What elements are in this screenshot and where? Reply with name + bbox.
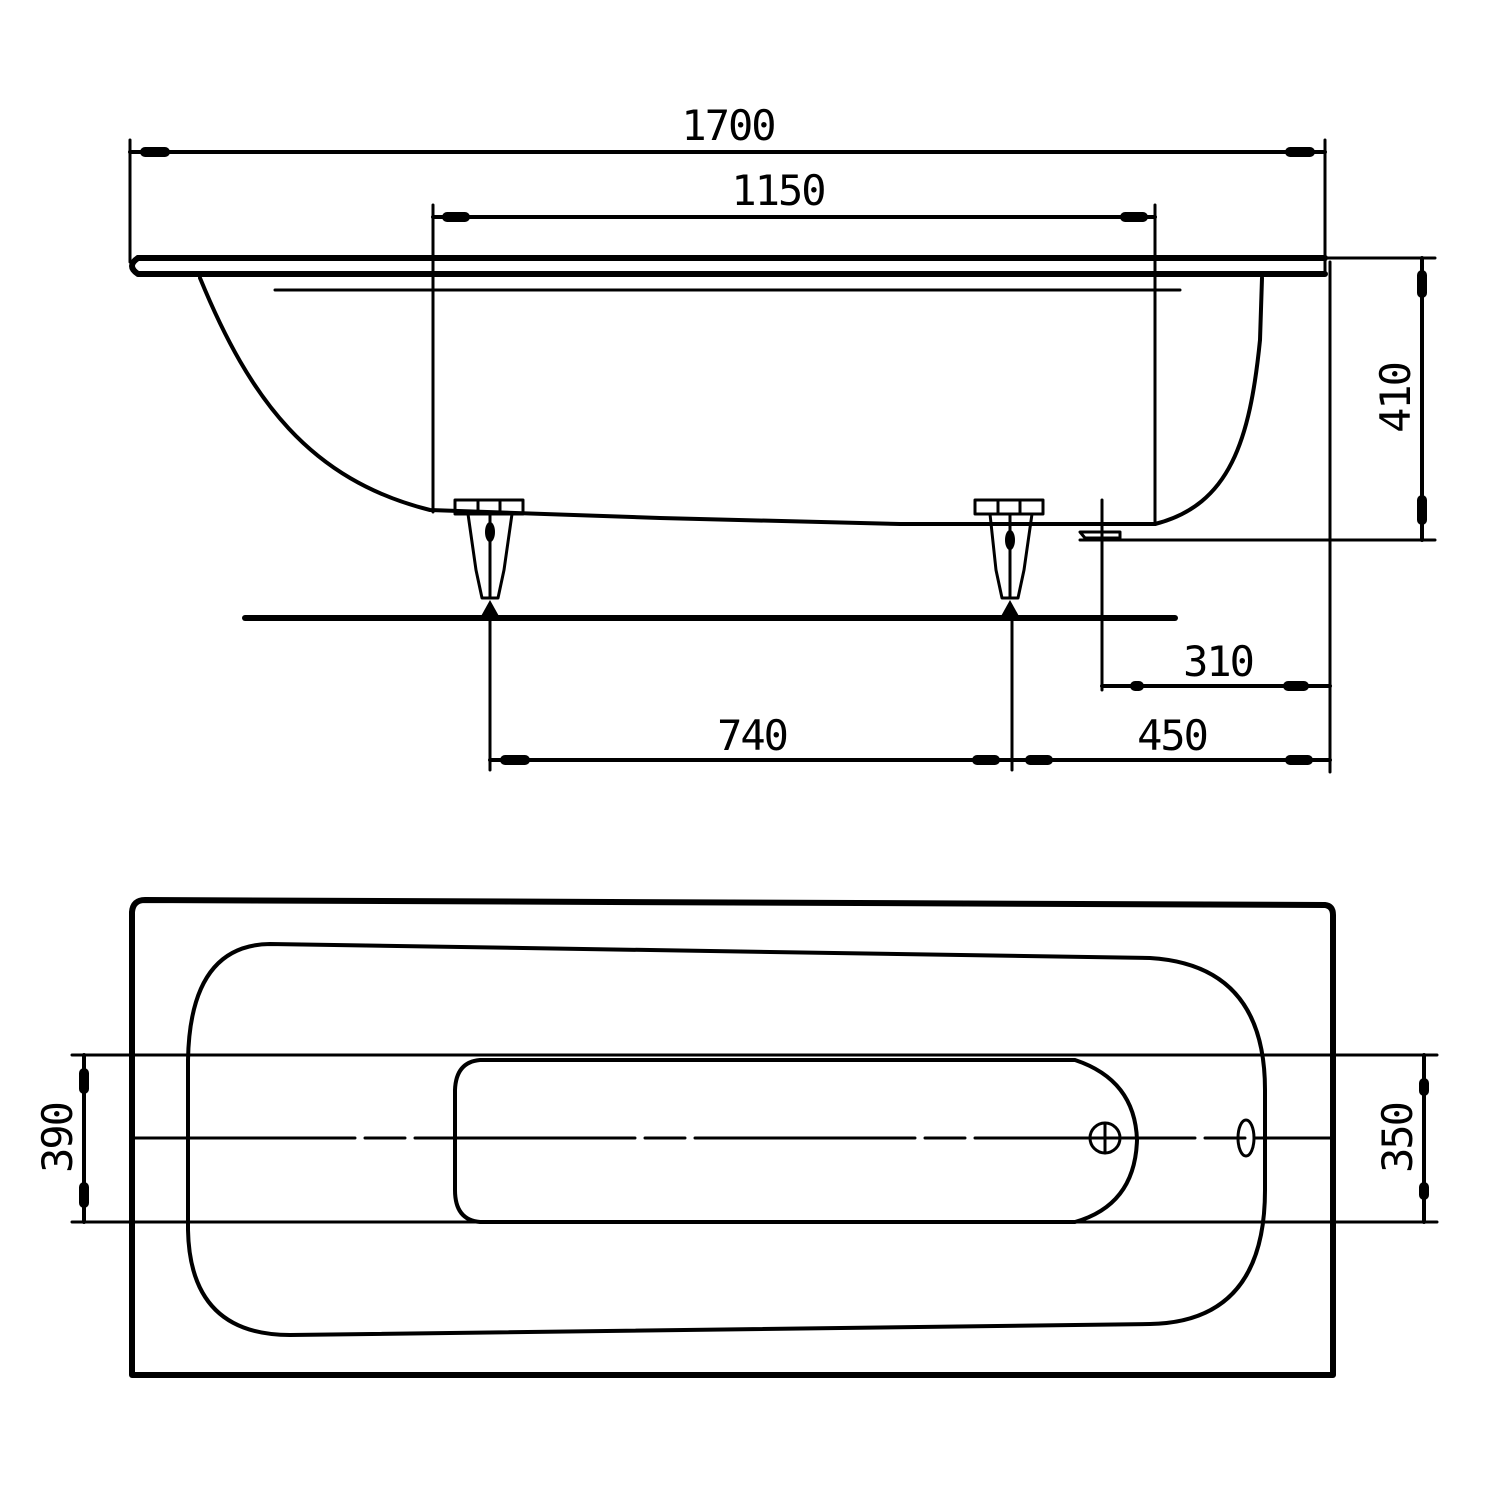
top-inner-basin <box>186 942 1267 1337</box>
tub-foot-right <box>973 498 1045 618</box>
top-floor-pan <box>453 1058 1139 1224</box>
top-outer-rim <box>129 897 1336 1378</box>
dimension-label-foot-spacing: 740 <box>717 711 787 760</box>
top-view: 390 350 <box>33 897 1439 1378</box>
dimension-label-height: 410 <box>1371 363 1420 433</box>
dimension-label-right-width: 350 <box>1373 1103 1422 1173</box>
dimension-310: 310 <box>1100 637 1332 691</box>
dimension-1700: 1700 <box>128 101 1327 264</box>
dimension-1150: 1150 <box>431 166 1157 524</box>
overflow-oval-icon <box>1236 1118 1256 1158</box>
dimension-450: 450 <box>1010 711 1332 765</box>
dimension-410: 410 <box>1078 256 1437 542</box>
tub-body <box>198 276 1264 540</box>
tub-foot-left <box>453 498 525 618</box>
drain-crosshair-icon <box>1088 1121 1122 1155</box>
dimension-label-foot-to-end: 450 <box>1137 711 1207 760</box>
dimension-label-left-width: 390 <box>33 1103 82 1173</box>
dimension-350: 350 <box>1373 1053 1429 1224</box>
side-view: 1700 1150 <box>128 101 1437 774</box>
dimension-label-inner-length: 1150 <box>731 166 824 215</box>
dimension-label-drain-offset: 310 <box>1183 637 1253 686</box>
dimension-390: 390 <box>33 1053 89 1224</box>
tub-rim <box>129 255 1328 292</box>
dimension-740: 740 <box>488 711 1014 765</box>
dimension-label-overall-length: 1700 <box>681 101 774 150</box>
